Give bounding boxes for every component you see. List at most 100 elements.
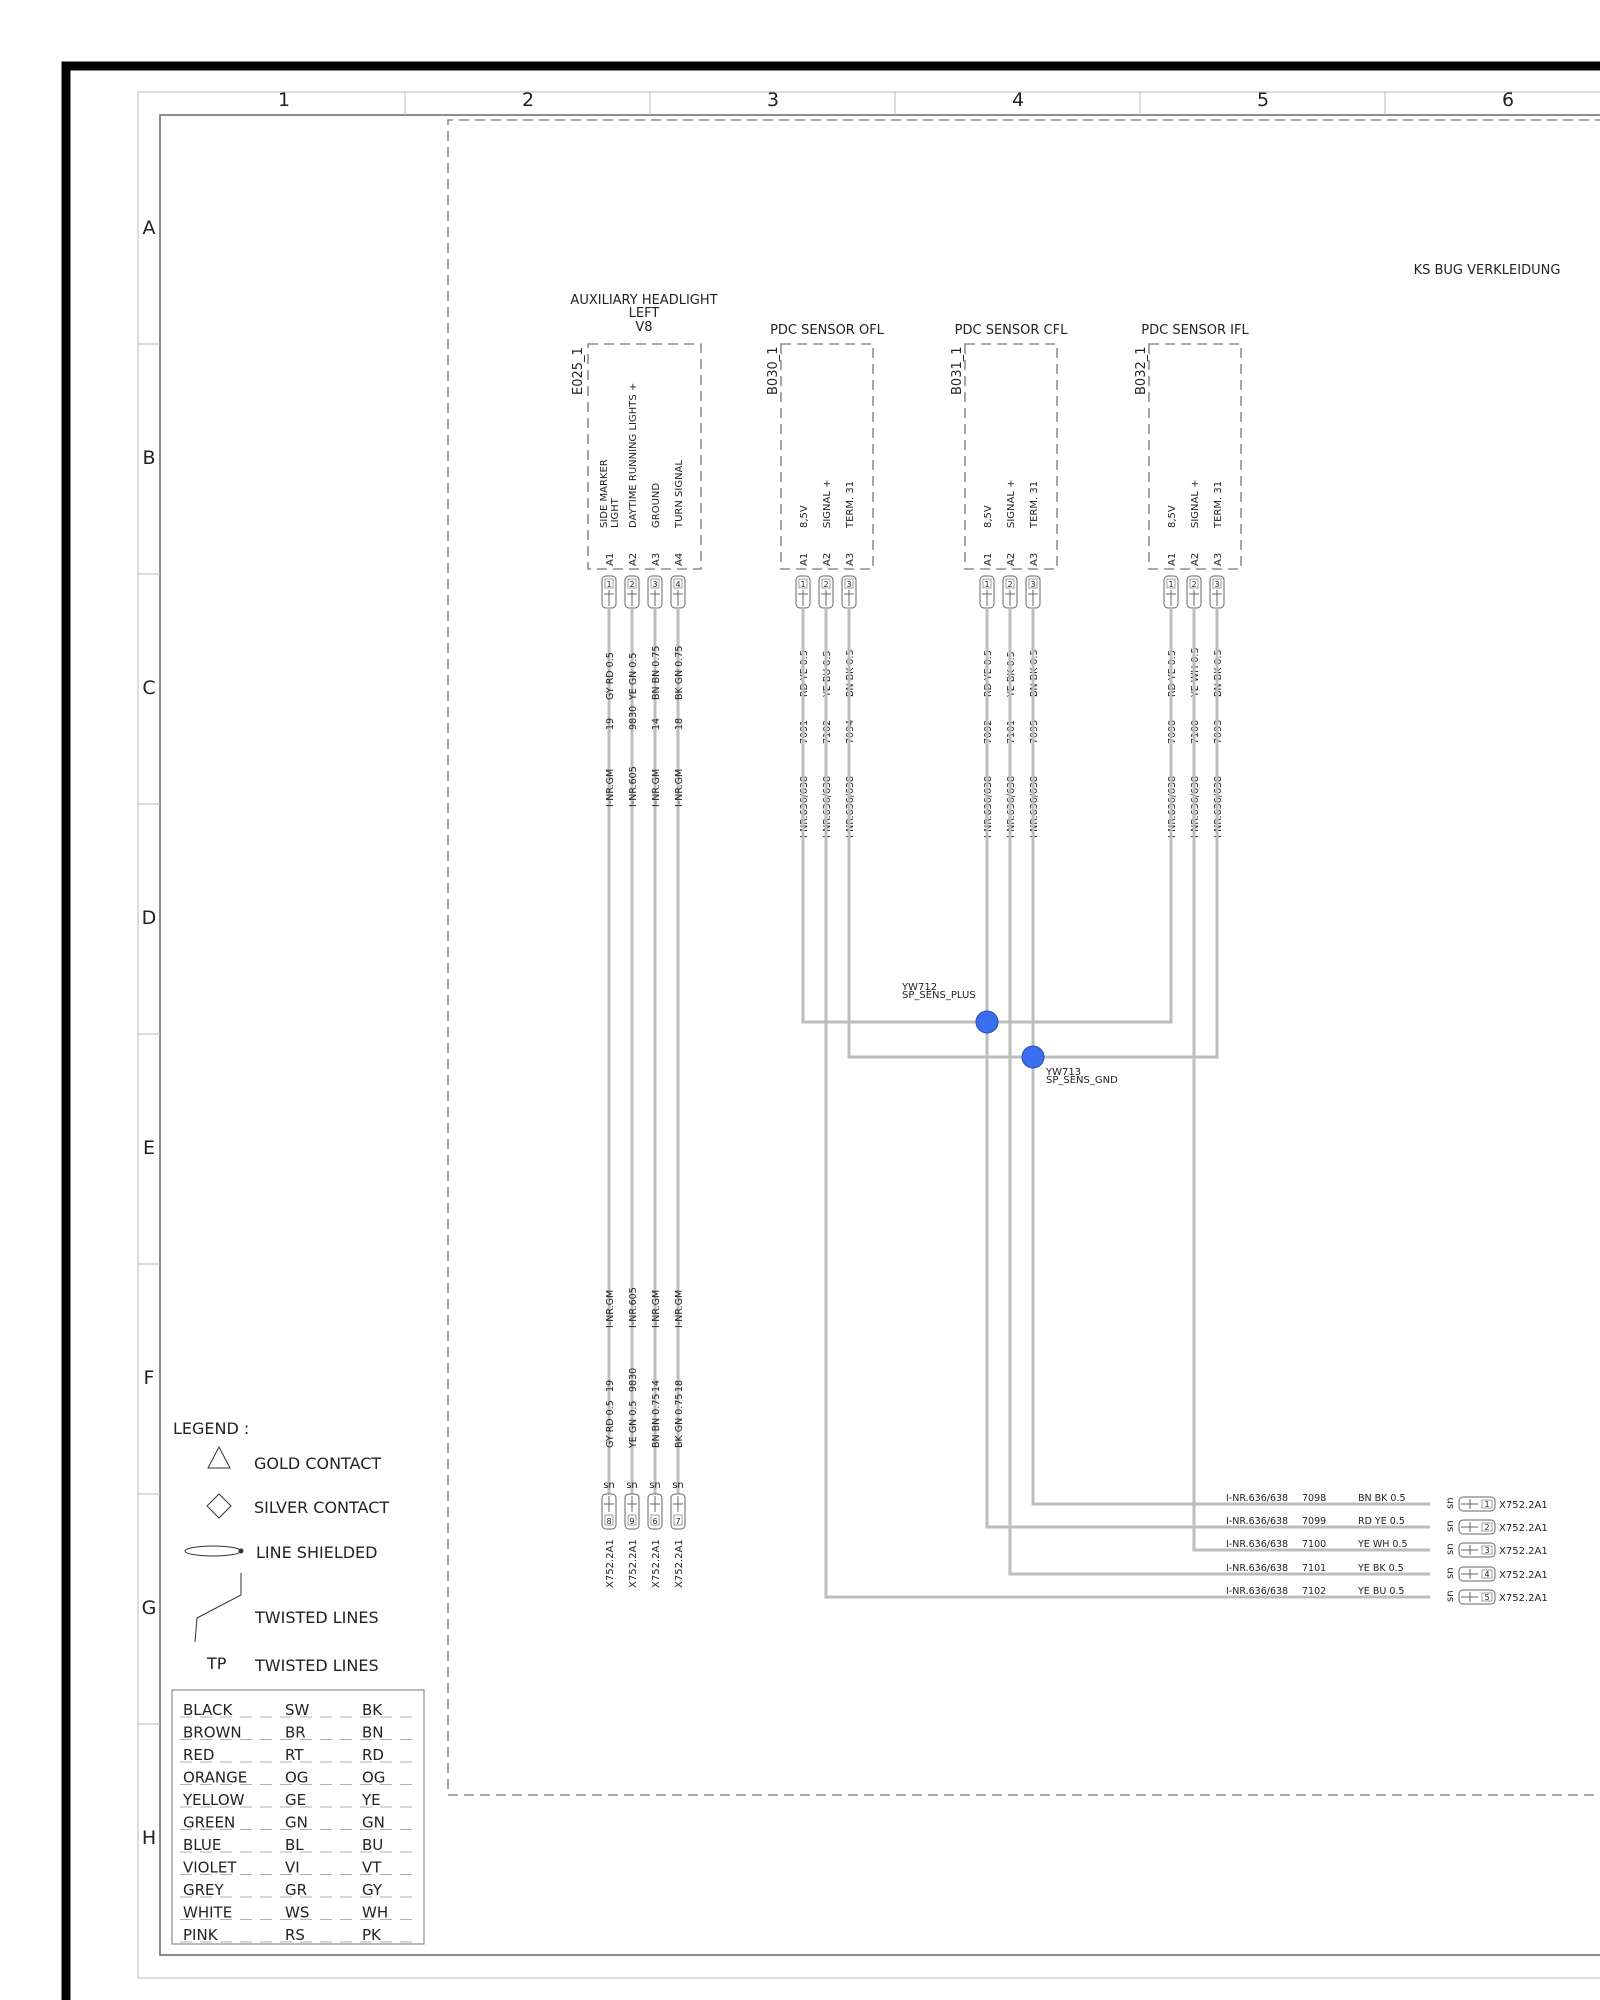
wire-color: BK GN 0.75 [674, 646, 685, 700]
grid-row-label: G [142, 1597, 157, 1619]
wire-color: YE GN 0.5 [628, 1401, 639, 1449]
pin-number: 1 [1168, 580, 1173, 589]
pin-number-box [1166, 578, 1176, 589]
component-title: LEFT [629, 306, 660, 321]
pin-function: TERM. 31 [845, 481, 856, 529]
grid-col-label: 4 [1012, 89, 1024, 111]
legend-twisted-lines: TWISTED LINES [254, 1608, 379, 1627]
pin-label: A1 [983, 553, 994, 566]
color-code-de: SW [285, 1701, 310, 1719]
pin-function: 8,5V [983, 505, 994, 528]
color-name: YELLOW [182, 1791, 245, 1809]
pin-function: TERM. 31 [1029, 481, 1040, 529]
wire-color: YE BU 0.5 [1357, 1586, 1404, 1597]
color-code-de: GN [285, 1814, 308, 1832]
wire-inr: I-NR.GM [605, 1290, 616, 1328]
color-code-de: OG [285, 1769, 308, 1787]
silver-contact-symbol [206, 1493, 232, 1519]
legend: LEGEND : GOLD CONTACT SILVER CONTACT LIN… [171, 1419, 425, 1945]
color-code-en: BN [362, 1724, 384, 1742]
connector-id: X752.2A1 [1499, 1593, 1548, 1604]
wire-color: BN BN 0.75 [651, 646, 662, 700]
pin-label: A2 [822, 553, 833, 566]
grid-row-label: E [143, 1137, 155, 1159]
pin-number: 3 [1030, 580, 1035, 589]
connector-id: X752.2A1 [628, 1539, 639, 1588]
component-title: V8 [635, 320, 652, 335]
pin-number-box [1005, 578, 1015, 589]
gold-contact-symbol [207, 1445, 231, 1469]
pin-label: A3 [651, 553, 662, 566]
pin-function: TURN SIGNAL [674, 460, 685, 529]
pin-number: 3 [846, 580, 851, 589]
wire-color: GY RD 0.5 [605, 652, 616, 700]
pin-number-box [604, 578, 614, 589]
wire-inr: I-NR.GM [674, 769, 685, 807]
pin-number: 1 [1484, 1500, 1489, 1509]
wire-color: YE GN 0.5 [628, 653, 639, 701]
pin-function: GROUND [651, 483, 662, 528]
component-title: PDC SENSOR OFL [770, 323, 885, 338]
splice-id: YW713 [1045, 1067, 1081, 1078]
color-code-en: VT [362, 1859, 382, 1877]
grid-row-label: A [143, 217, 156, 239]
pin-number: 2 [1191, 580, 1196, 589]
wire-id: 7101 [1302, 1563, 1326, 1574]
pin-label: A4 [674, 553, 685, 566]
color-name: BLUE [183, 1836, 221, 1854]
wire-id: 7102 [1302, 1586, 1326, 1597]
wire [1192, 608, 1430, 1552]
pin-label: A3 [1213, 553, 1224, 566]
pin-label: A2 [628, 553, 639, 566]
color-code-en: YE [361, 1791, 381, 1809]
pin-label: A2 [1006, 553, 1017, 566]
pin-number-box [673, 1514, 683, 1526]
grid-row-label: B [142, 447, 155, 469]
color-code-en: RD [362, 1746, 384, 1764]
color-name: BROWN [183, 1724, 242, 1742]
wiring-harness [801, 608, 1430, 1599]
pin-number-box [1481, 1499, 1493, 1509]
pin-number-box [821, 578, 831, 589]
pin-number-box [1212, 578, 1222, 589]
wire-inr: I-NR.605 [628, 766, 639, 807]
legend-line-shielded: LINE SHIELDED [256, 1543, 377, 1562]
wire-id: 9830 [628, 1368, 639, 1392]
color-code-table [171, 1689, 425, 1945]
wire-color: RD YE 0.5 [1358, 1516, 1405, 1527]
color-name: BLACK [183, 1701, 233, 1719]
color-code-de: WS [285, 1904, 309, 1922]
pin-number: 1 [800, 580, 805, 589]
pin-number-box [673, 578, 683, 589]
connector-id: X752.2A1 [1499, 1523, 1548, 1534]
inner-frame [159, 114, 1600, 1956]
component-id: B030_1 [766, 346, 781, 395]
pin-label: A2 [1190, 553, 1201, 566]
wire-id: 19 [605, 1380, 616, 1392]
wire-id: 9830 [628, 706, 639, 730]
color-code-de: VI [285, 1859, 300, 1877]
surface-sn: sn [1445, 1543, 1456, 1555]
connector-id: X752.2A1 [1499, 1546, 1548, 1557]
color-name: PINK [183, 1926, 219, 1944]
component-title: PDC SENSOR IFL [1141, 323, 1249, 338]
pin-number-box [1189, 578, 1199, 589]
pin-label: A1 [1167, 553, 1178, 566]
component-title: PDC SENSOR CFL [955, 323, 1068, 338]
pin-function: SIGNAL + [822, 480, 833, 529]
pin-number: 1 [606, 580, 611, 589]
outer-frame [61, 61, 1600, 2000]
splice-node [1021, 1045, 1045, 1069]
grid-row-label: H [142, 1827, 156, 1849]
